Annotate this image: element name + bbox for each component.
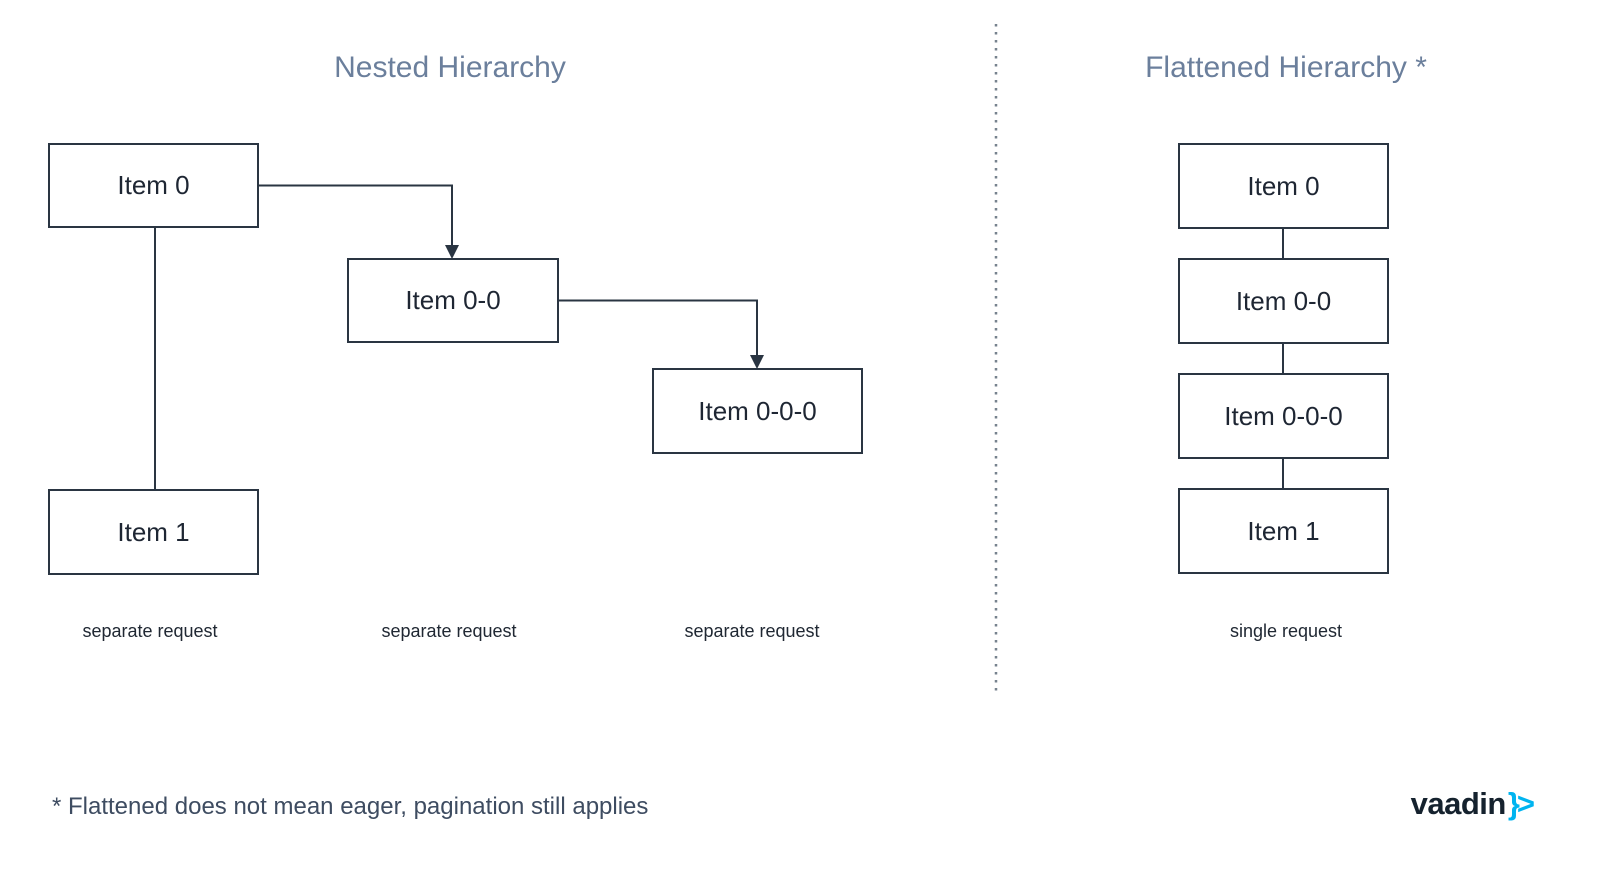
left-node-item-1: Item 1 [48,489,259,575]
vaadin-wordmark: vaadin [1410,786,1507,821]
right-node-item-0-0-0: Item 0-0-0 [1178,373,1389,459]
left-panel-title: Nested Hierarchy [334,51,566,84]
right-panel-title: Flattened Hierarchy * [1145,51,1427,84]
connector-left-item00-item000 [559,299,758,356]
arrowhead-item000 [750,355,764,369]
vaadin-logo: vaadin}> [1410,786,1535,822]
request-label-2: separate request [381,621,517,641]
request-label-3: separate request [684,621,820,641]
left-node-item-0: Item 0 [48,143,259,228]
request-label-1: separate request [82,621,218,641]
right-node-item-0: Item 0 [1178,143,1389,229]
connector-left-item0-item00 [259,184,453,246]
right-node-item-0-0: Item 0-0 [1178,258,1389,344]
left-node-item-0-0-0: Item 0-0-0 [652,368,863,454]
right-node-item-1: Item 1 [1178,488,1389,574]
vaadin-chevron-icon: }> [1507,786,1535,821]
footnote: * Flattened does not mean eager, paginat… [52,793,649,820]
left-node-item-0-0: Item 0-0 [347,258,559,343]
arrowhead-item00 [445,245,459,259]
request-label-single: single request [1229,621,1343,641]
